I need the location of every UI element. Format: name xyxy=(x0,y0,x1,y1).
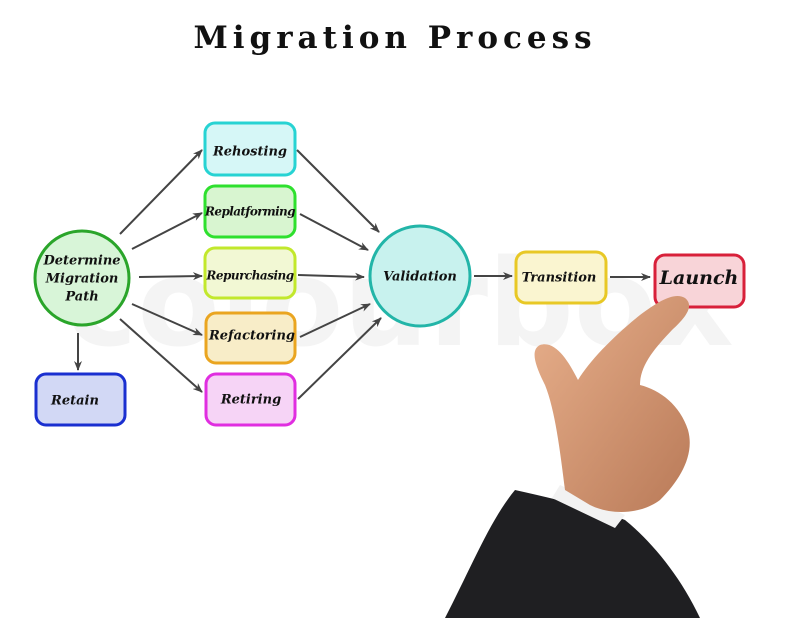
replatforming-box xyxy=(203,184,297,239)
hand xyxy=(534,295,690,512)
retiring-box xyxy=(204,372,297,427)
arrow-repurchasing-validation xyxy=(297,272,365,281)
suit-sleeve xyxy=(445,490,700,618)
repurchasing-label: Repurchasing xyxy=(205,269,293,283)
arrow-refactoring-validation xyxy=(299,303,371,338)
node-retain: Retain xyxy=(34,372,127,427)
replatforming-label: Replatforming xyxy=(204,205,295,219)
determine-circle xyxy=(33,229,131,327)
node-determine-migration-path: Determine Migration Path xyxy=(33,229,131,327)
launch-box xyxy=(653,253,746,309)
pointing-hand-image xyxy=(445,295,700,618)
retain-box xyxy=(34,372,127,427)
retiring-label: Retiring xyxy=(220,393,281,408)
arrow-determine-replatforming xyxy=(131,212,203,250)
shirt-cuff xyxy=(552,485,625,528)
arrow-determine-retiring xyxy=(119,318,203,393)
arrow-retiring-validation xyxy=(297,317,382,400)
retain-label: Retain xyxy=(50,394,99,409)
determine-label-line-3: Path xyxy=(64,290,98,305)
rehosting-label: Rehosting xyxy=(212,145,287,160)
arrow-rehosting-validation xyxy=(296,149,380,233)
arrow-replatforming-validation xyxy=(299,213,369,251)
validation-label: Validation xyxy=(383,270,457,285)
launch-label: Launch xyxy=(659,267,739,289)
node-launch: Launch xyxy=(653,253,746,309)
refactoring-label: Refactoring xyxy=(208,329,295,344)
validation-circle xyxy=(368,224,472,328)
repurchasing-box xyxy=(203,246,297,300)
refactoring-box xyxy=(204,311,297,365)
node-replatforming: Replatforming xyxy=(203,184,297,239)
node-repurchasing: Repurchasing xyxy=(203,246,297,300)
transition-box xyxy=(514,250,608,305)
determine-label-line-2: Migration xyxy=(45,272,119,287)
node-refactoring: Refactoring xyxy=(204,311,297,365)
node-transition: Transition xyxy=(514,250,608,305)
arrow-determine-refactoring xyxy=(131,303,203,336)
determine-label-line-1: Determine xyxy=(42,254,120,269)
transition-label: Transition xyxy=(522,271,597,286)
arrow-determine-rehosting xyxy=(119,149,203,235)
node-rehosting: Rehosting xyxy=(203,121,297,177)
rehosting-box xyxy=(203,121,297,177)
node-validation: Validation xyxy=(368,224,472,328)
node-retiring: Retiring xyxy=(204,372,297,427)
arrows xyxy=(74,149,651,400)
arrow-determine-repurchasing xyxy=(138,272,203,281)
page-title: Migration Process xyxy=(193,20,596,56)
